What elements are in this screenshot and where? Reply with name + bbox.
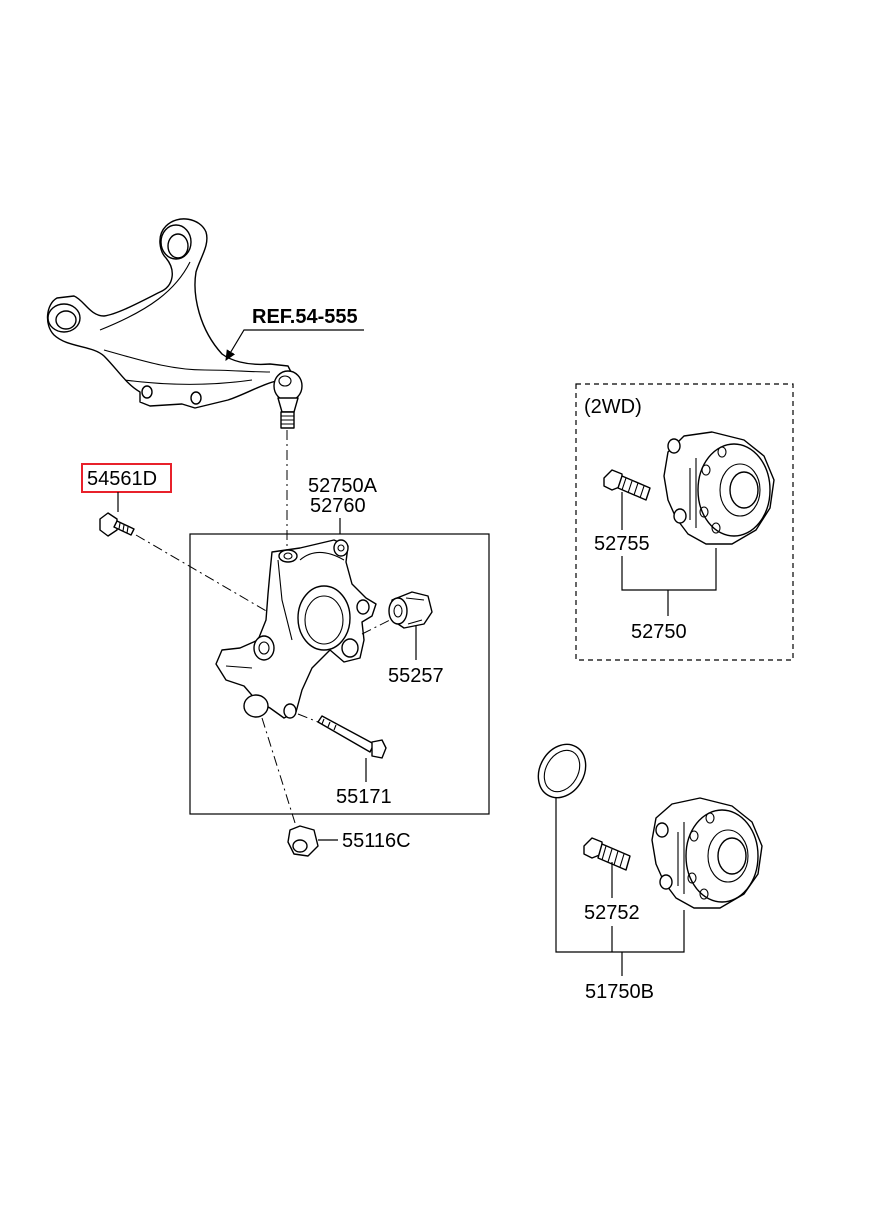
label-55257[interactable]: 55257 <box>388 665 444 687</box>
steering-knuckle[interactable] <box>215 539 377 719</box>
bushing-centerline <box>361 619 391 635</box>
label-55171[interactable]: 55171 <box>336 786 392 808</box>
label-55116C[interactable]: 55116C <box>342 830 411 852</box>
bracket-52750 <box>621 548 717 591</box>
bolt-centerline <box>135 534 269 613</box>
hub-bearing-assembly[interactable] <box>651 797 763 909</box>
label-52755[interactable]: 52755 <box>594 533 650 555</box>
bracket-51750B <box>555 798 685 953</box>
nut-centerline <box>261 717 297 827</box>
bolt-55171[interactable] <box>317 715 387 759</box>
label-52760[interactable]: 52760 <box>310 495 366 517</box>
ball-joint[interactable] <box>273 370 303 429</box>
hub-bolt-52752[interactable] <box>583 837 631 871</box>
label-51750B[interactable]: 51750B <box>585 981 654 1003</box>
bolt-54561D[interactable] <box>99 512 135 537</box>
label-52750A[interactable]: 52750A <box>308 475 378 497</box>
2wd-group-box <box>575 383 794 661</box>
highlight-box <box>81 463 172 493</box>
nut-55116C[interactable] <box>287 825 319 857</box>
bolt-55171-centerline <box>297 713 319 723</box>
label-2wd[interactable]: (2WD) <box>584 396 642 418</box>
label-54561D[interactable]: 54561D <box>87 468 157 490</box>
bushing-55257[interactable] <box>388 591 433 629</box>
knuckle-group-box <box>189 533 490 815</box>
ref-leader <box>225 329 364 362</box>
label-52750[interactable]: 52750 <box>631 621 687 643</box>
ref-label[interactable]: REF.54-555 <box>252 306 358 328</box>
o-ring[interactable] <box>529 736 595 806</box>
hub-bolt-52755[interactable] <box>603 469 651 501</box>
label-52752[interactable]: 52752 <box>584 902 640 924</box>
hub-bearing-2wd[interactable] <box>663 431 775 545</box>
